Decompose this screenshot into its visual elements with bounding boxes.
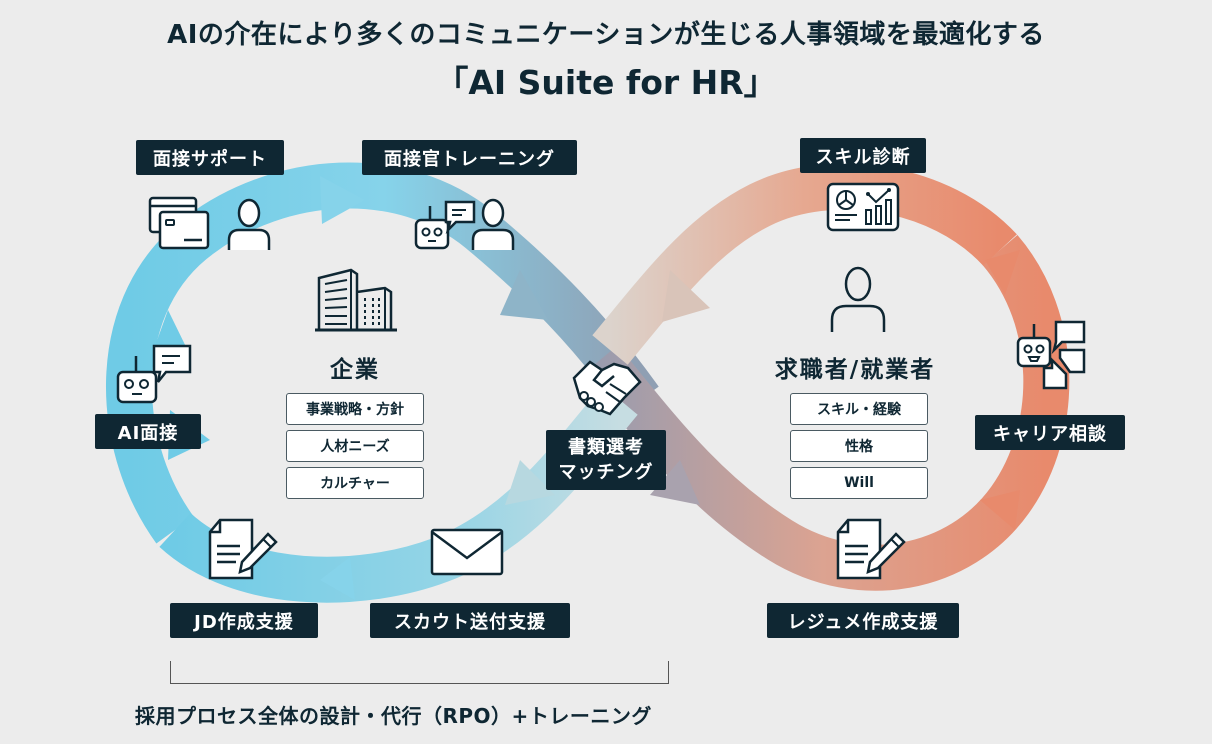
arrowhead (662, 270, 710, 322)
step-label: スカウト送付支援 (394, 611, 546, 633)
step-resume-support: レジュメ作成支援 (767, 603, 959, 638)
step-career-consulting: キャリア相談 (975, 415, 1125, 450)
step-label: 面接官トレーニング (384, 148, 555, 170)
arrowhead (500, 270, 548, 320)
robot-chat-icon (116, 344, 192, 404)
center-matching-label: 書類選考 マッチング (546, 430, 666, 490)
step-label: JD作成支援 (194, 611, 294, 633)
arrowhead (320, 557, 355, 600)
step-ai-interview: AI面接 (95, 414, 201, 449)
person-icon (830, 266, 886, 332)
handshake-icon (572, 360, 642, 416)
rpo-bracket (170, 661, 669, 684)
arrowhead (980, 490, 1020, 530)
step-label: キャリア相談 (993, 423, 1107, 445)
building-icon (315, 268, 397, 332)
center-label-line2: マッチング (558, 462, 654, 483)
company-attribute: カルチャー (286, 467, 424, 499)
arrowhead (320, 176, 365, 224)
candidate-title: 求職者/就業者 (774, 357, 936, 383)
robot-multi-chat-icon (1016, 320, 1086, 390)
candidate-attribute: スキル・経験 (790, 393, 928, 425)
candidate-attribute: 性格 (790, 430, 928, 462)
arrowhead (505, 460, 555, 505)
envelope-icon (430, 528, 504, 576)
rpo-footer-label: 採用プロセス全体の設計・代行（RPO）+トレーニング (135, 704, 652, 728)
diagram-title: 「AI Suite for HR」 (435, 63, 777, 102)
dashboard-chart-icon (826, 182, 900, 232)
person-icon (471, 198, 515, 250)
step-label: 面接サポート (153, 148, 267, 170)
diagram-subtitle: AIの介在により多くのコミュニケーションが生じる人事領域を最適化する (167, 20, 1045, 50)
document-pen-icon (208, 518, 278, 580)
company-title: 企業 (330, 357, 380, 383)
step-label: スキル診断 (815, 146, 911, 168)
robot-chat-icon (414, 200, 476, 250)
candidate-loop-upper (592, 163, 1017, 365)
step-scout-support: スカウト送付支援 (370, 603, 570, 638)
step-label: AI面接 (117, 422, 179, 444)
company-attribute: 事業戦略・方針 (286, 393, 424, 425)
person-icon (227, 198, 271, 250)
company-attribute: 人材ニーズ (286, 430, 424, 462)
arrowhead (985, 250, 1020, 295)
id-card-icon (148, 196, 210, 250)
candidate-attribute: Will (790, 467, 928, 499)
center-label-line1: 書類選考 (568, 437, 644, 458)
step-jd-creation: JD作成支援 (170, 603, 318, 638)
document-pen-icon (836, 518, 906, 580)
arrowhead (650, 460, 700, 505)
step-interview-support: 面接サポート (136, 140, 284, 175)
step-skill-assessment: スキル診断 (800, 138, 926, 173)
step-interviewer-training: 面接官トレーニング (362, 140, 577, 175)
step-label: レジュメ作成支援 (787, 611, 939, 633)
